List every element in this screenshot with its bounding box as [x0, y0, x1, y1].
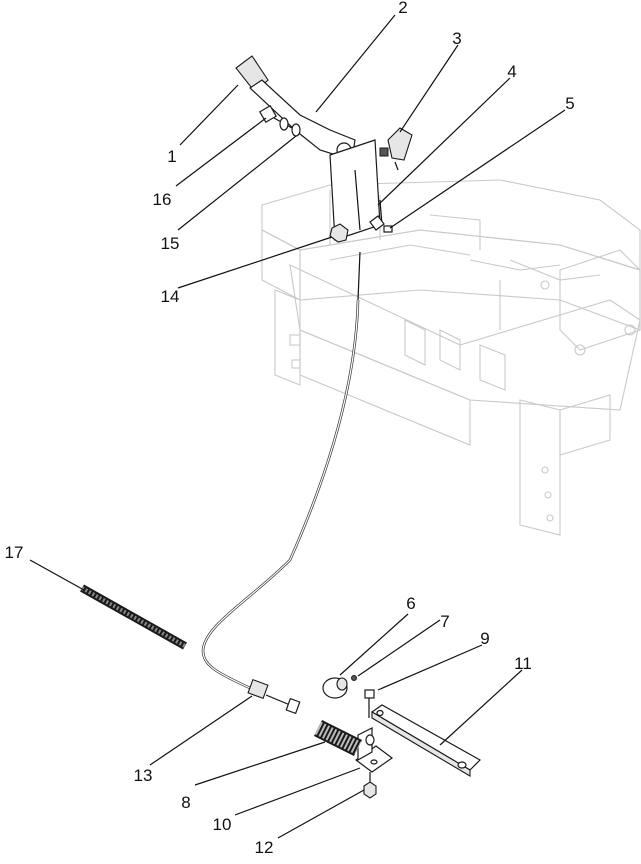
spring-sleeve-part-17: [80, 584, 187, 650]
callout-3: 3: [452, 29, 461, 48]
callout-1: 1: [167, 147, 176, 166]
callout-11: 11: [514, 654, 532, 673]
callout-7: 7: [440, 612, 449, 631]
chassis-frame: [261, 179, 641, 536]
spring-part-8: [313, 719, 363, 757]
switch-part-3: [379, 127, 413, 171]
set-screw-part-7: [351, 675, 357, 681]
brake-cable: [201, 251, 361, 690]
cable-fitting-part-13: [247, 678, 301, 715]
screw-part-5: [383, 225, 393, 233]
callout-13: 13: [134, 766, 153, 785]
callout-12: 12: [255, 838, 274, 857]
callout-4: 4: [507, 62, 516, 81]
collar-part-6: [322, 677, 348, 699]
callout-16: 16: [153, 190, 172, 209]
callout-labels: 1 2 3 4 5 6 7 8 9 10 11 12 13 14 15 16 1…: [5, 0, 575, 857]
callout-17: 17: [5, 543, 24, 562]
callout-10: 10: [213, 815, 232, 834]
callout-9: 9: [480, 629, 489, 648]
brake-arm-part-11: [370, 704, 481, 777]
bolt-part-9: [364, 689, 375, 718]
callout-6: 6: [406, 594, 415, 613]
clip-part-4: [369, 199, 385, 231]
callout-14: 14: [161, 287, 180, 306]
callout-15: 15: [161, 234, 180, 253]
callout-2: 2: [398, 0, 407, 17]
callout-leaders: [29, 14, 566, 839]
callout-8: 8: [181, 793, 190, 812]
washers-part-15: [279, 117, 301, 137]
callout-5: 5: [565, 94, 574, 113]
nut-part-14: [329, 223, 349, 243]
nut-part-12: [363, 772, 377, 799]
bracket-part-10: [354, 727, 394, 773]
